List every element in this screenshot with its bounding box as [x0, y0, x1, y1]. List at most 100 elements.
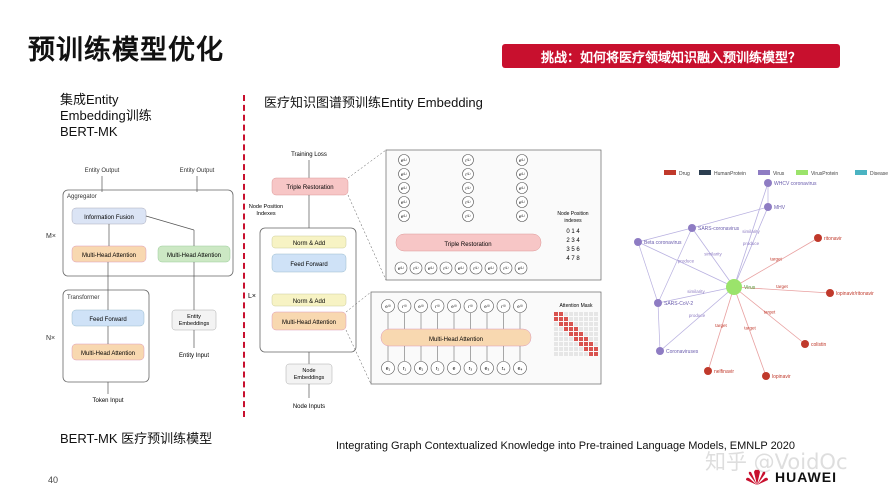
output-node [398, 154, 410, 166]
npi-row: 4 7 8 [566, 256, 580, 262]
triple-restoration-bar [395, 233, 542, 252]
attention-mask-cell [589, 342, 593, 346]
attention-mask-cell [589, 337, 593, 341]
embedding-node-label: e⁽ᴸ⁾ [398, 266, 404, 271]
legend-label: Virus [773, 171, 785, 177]
attention-output-label: r⁽ˡ⁾ [402, 304, 406, 309]
output-node [516, 196, 528, 208]
input-node [463, 361, 478, 375]
input-node-label: r₃ [469, 366, 473, 372]
entity-output-label: Entity Output [85, 168, 120, 174]
embedding-node [394, 261, 408, 275]
graph-edge [733, 286, 831, 294]
attention-mask-cell [594, 347, 598, 351]
npi-row: 0 1 4 [566, 229, 580, 235]
attention-mask-cell [594, 342, 598, 346]
attention-mask-label: Attention Mask [559, 303, 593, 309]
attention-output-label: e⁽ˡ⁾ [451, 304, 456, 309]
attention-mask-cell [584, 347, 588, 351]
input-node [414, 361, 428, 375]
output-node-label: e⁽ᴸ⁾ [519, 158, 525, 163]
huawei-flower-icon [746, 469, 768, 485]
legend-label: Disease [870, 171, 888, 177]
attention-output-node [496, 299, 511, 313]
attention-mask-cell [554, 352, 558, 356]
input-node [496, 361, 511, 375]
node-position-label: Node Position [249, 204, 283, 210]
middle-panel-heading: 医疗知识图谱预训练Entity Embedding [264, 95, 483, 110]
output-node [398, 196, 410, 208]
triple-restoration-label: Triple Restoration [444, 242, 491, 248]
graph-edge [691, 206, 769, 229]
output-node [516, 182, 528, 194]
section-divider [243, 95, 245, 417]
graph-node [764, 203, 772, 211]
attention-mask-cell [589, 327, 593, 331]
embedding-node-label: e⁽ᴸ⁾ [458, 266, 464, 271]
output-node [398, 182, 410, 194]
input-node [447, 361, 461, 375]
aggregator-box [62, 189, 234, 277]
attention-mask-cell [569, 342, 573, 346]
input-node [430, 361, 445, 375]
legend-label: VirusProtein [811, 171, 838, 177]
m-repeat-label: M× [46, 233, 56, 240]
embedding-node-label: e⁽ᴸ⁾ [518, 266, 524, 271]
attention-mask-cell [574, 352, 578, 356]
graph-node [764, 179, 772, 187]
attention-mask-cell [569, 317, 573, 321]
triple-restoration-zoom [385, 149, 602, 281]
graph-node-label: nelfinavir [714, 369, 734, 375]
output-node-label: e⁽ᴸ⁾ [401, 186, 407, 191]
output-node-label: e⁽ᴸ⁾ [519, 186, 525, 191]
graph-edge [657, 302, 661, 352]
attention-mask-cell [594, 317, 598, 321]
graph-edge [637, 227, 693, 243]
graph-edge [659, 286, 735, 352]
attention-mask-cell [574, 322, 578, 326]
attention-output-node [414, 299, 428, 313]
output-node-label: e⁽ᴸ⁾ [519, 172, 525, 177]
output-node [462, 210, 474, 222]
attention-mask-cell [559, 337, 563, 341]
output-node [462, 154, 474, 166]
graph-edge [733, 206, 769, 288]
node-embeddings-label: Node [302, 368, 315, 374]
multi-head-attention-label: Multi-Head Attention [82, 253, 136, 259]
attention-mask-cell [569, 337, 573, 341]
attention-output-node [513, 299, 527, 313]
input-node-label: e₄ [518, 366, 523, 372]
attention-mask-cell [584, 352, 588, 356]
attention-mask-cell [589, 352, 593, 356]
transformer-label: Transformer [67, 295, 99, 301]
output-node-label: r⁽ᴸ⁾ [465, 158, 470, 163]
attention-mask-cell [589, 322, 593, 326]
attention-mask-cell [584, 312, 588, 316]
attention-mask-cell [559, 347, 563, 351]
node-embeddings-box [285, 363, 333, 385]
legend-label: HumanProtein [714, 171, 746, 177]
heading-line: Embedding训练 [60, 108, 152, 123]
attention-mask-cell [589, 312, 593, 316]
attention-output-label: r⁽ˡ⁾ [501, 304, 505, 309]
attention-output-node [447, 299, 461, 313]
attention-mask-cell [579, 352, 583, 356]
npi-label: Node Position [557, 211, 588, 217]
graph-edge-label: target [776, 284, 788, 289]
challenge-banner: 挑战：如何将医疗领域知识融入预训练模型？ [502, 44, 840, 68]
attention-mask-cell [569, 352, 573, 356]
attention-mask-cell [559, 342, 563, 346]
graph-edge-label: similarity [687, 289, 705, 294]
graph-node-label: ritonavir [824, 236, 842, 242]
graph-node [826, 289, 834, 297]
output-node-label: r⁽ᴸ⁾ [465, 186, 470, 191]
attention-mask-cell [574, 327, 578, 331]
output-node-label: e⁽ᴸ⁾ [401, 200, 407, 205]
input-node [480, 361, 494, 375]
embedding-node [439, 261, 453, 275]
kg-pretraining-diagram: Training Loss Triple Restoration Node Po… [248, 149, 602, 410]
embedding-node [484, 261, 498, 275]
graph-edge [733, 182, 769, 288]
graph-edge-label: produce [678, 259, 695, 264]
